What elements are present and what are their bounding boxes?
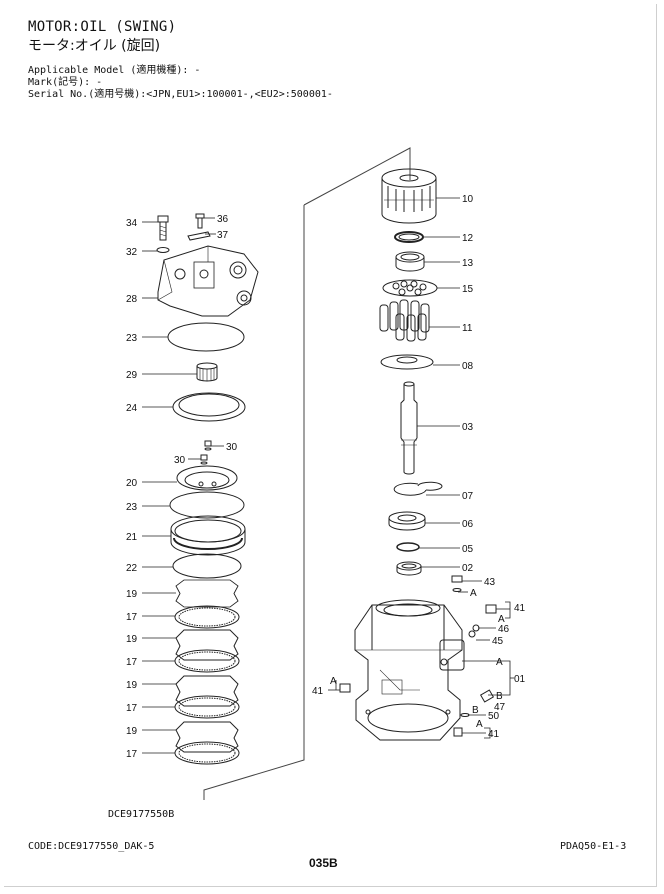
label-15: 15 (462, 284, 474, 295)
label-02: 02 (462, 563, 474, 574)
ref-b-1: B (496, 691, 503, 702)
part-01-housing (354, 599, 465, 741)
document-reference: PDAQ50-E1-3 (560, 841, 627, 852)
leader-lines-left (142, 217, 224, 754)
part-34-bolt (157, 215, 169, 241)
part-24-valve-plate (172, 392, 246, 422)
label-41-c: 41 (488, 729, 500, 740)
label-12: 12 (462, 233, 474, 244)
label-23-lower: 23 (126, 502, 138, 513)
part-13-bushing (395, 251, 425, 272)
part-03-shaft (400, 381, 418, 475)
label-17-c: 17 (126, 703, 138, 714)
label-46: 46 (498, 624, 510, 635)
label-41-a: 41 (514, 603, 526, 614)
label-43: 43 (484, 577, 496, 588)
label-41-b: 41 (312, 686, 324, 697)
label-11: 11 (462, 323, 473, 334)
label-20: 20 (126, 478, 138, 489)
part-20-brake-piston (176, 465, 238, 491)
ref-a-3: A (496, 657, 503, 668)
leader-lines-right (328, 197, 514, 739)
part-12-ring (394, 231, 424, 243)
applicable-model: Applicable Model (適用機種): - (28, 65, 201, 76)
label-30-a: 30 (226, 442, 238, 453)
label-45: 45 (492, 636, 504, 647)
label-47: 47 (494, 702, 506, 713)
label-36: 36 (217, 214, 229, 225)
label-32: 32 (126, 247, 138, 258)
ref-a-2: A (498, 614, 505, 625)
label-24: 24 (126, 403, 138, 414)
part-21-o-ring (170, 515, 246, 556)
part-36-screw (195, 213, 205, 229)
label-19-b: 19 (126, 634, 138, 645)
part-10-cylinder-block (381, 168, 437, 224)
part-22-o-ring (172, 553, 242, 579)
part-29-needle-bearing (196, 362, 218, 382)
part-32-washer (156, 247, 170, 253)
page-title-jp: モータ:オイル (旋回) (28, 38, 161, 54)
ref-a-4: A (330, 676, 337, 687)
part-28-valve-casing (157, 245, 259, 317)
page-title: MOTOR:OIL (SWING) (28, 19, 177, 35)
part-23-gasket-lower (169, 491, 245, 519)
label-03: 03 (462, 422, 474, 433)
label-29: 29 (126, 370, 138, 381)
part-19-17-plate-stack (174, 579, 240, 765)
label-23-upper: 23 (126, 333, 138, 344)
ref-a-1: A (470, 588, 477, 599)
label-34: 34 (126, 218, 138, 229)
assembly-boundary (203, 147, 411, 800)
label-05: 05 (462, 544, 474, 555)
label-06: 06 (462, 519, 474, 530)
label-17-b: 17 (126, 657, 138, 668)
serial-number: Serial No.(適用号機):<JPN,EU1>:100001-,<EU2>… (28, 89, 333, 100)
part-11-pistons (379, 299, 430, 342)
page-number: 035B (309, 856, 338, 870)
mark: Mark(記号): - (28, 77, 103, 88)
part-23-gasket-upper (167, 322, 245, 352)
label-17-a: 17 (126, 612, 138, 623)
label-13: 13 (462, 258, 474, 269)
part-02-oil-seal (396, 561, 422, 576)
label-08: 08 (462, 361, 474, 372)
page-frame (4, 4, 657, 887)
label-01: 01 (514, 674, 526, 685)
label-21: 21 (126, 532, 138, 543)
label-30-b: 30 (174, 455, 186, 466)
label-50: 50 (488, 711, 500, 722)
fittings-right (339, 575, 497, 737)
footer-code: CODE:DCE9177550_DAK-5 (28, 841, 155, 852)
drawing-code: DCE9177550B (108, 809, 175, 820)
ref-b-2: B (472, 705, 479, 716)
label-07: 07 (462, 491, 474, 502)
part-07-snap-ring (393, 481, 443, 496)
label-19-d: 19 (126, 726, 138, 737)
label-37: 37 (217, 230, 229, 241)
part-08-swash-plate (380, 354, 434, 370)
part-15-retainer-plate (382, 279, 438, 297)
label-28: 28 (126, 294, 138, 305)
part-37-plate (187, 231, 211, 241)
label-10: 10 (462, 194, 474, 205)
label-17-d: 17 (126, 749, 138, 760)
part-06-bearing (388, 511, 426, 531)
ref-a-5: A (476, 719, 483, 730)
label-22: 22 (126, 563, 138, 574)
label-19-a: 19 (126, 589, 138, 600)
part-30-plugs (200, 440, 212, 465)
part-05-ring (396, 542, 420, 552)
label-19-c: 19 (126, 680, 138, 691)
